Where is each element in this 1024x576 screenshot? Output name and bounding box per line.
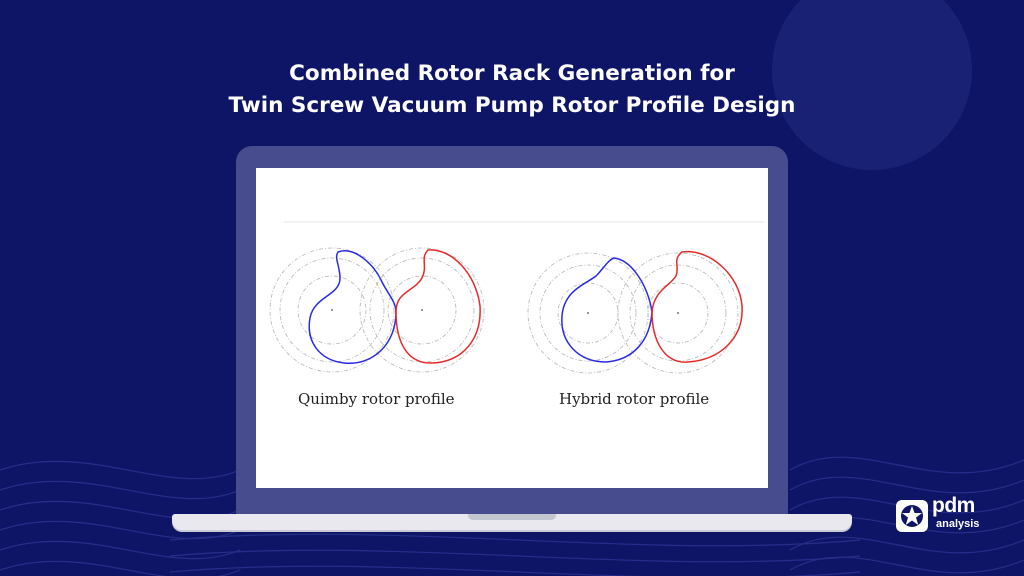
title-line-2: Twin Screw Vacuum Pump Rotor Profile Des… (228, 93, 796, 118)
quimby-left-rotor (308, 250, 397, 364)
hybrid-right-rotor (651, 250, 743, 363)
laptop-screen-frame: Quimby rotor profile Hybrid rotor profil… (236, 146, 788, 520)
logo-subtitle: analysis (936, 518, 980, 530)
quimby-pitch-circle-left-inner (297, 275, 367, 345)
rotor-profile-diagrams (269, 221, 764, 374)
pdm-analysis-logo: pdm analysis (896, 494, 996, 536)
quimby-pitch-circle-right-outer (359, 247, 485, 373)
background-circle (772, 0, 972, 170)
hybrid-pitch-circle-left-mid (539, 264, 637, 362)
hybrid-pitch-circle-right-inner (647, 282, 709, 344)
quimby-pitch-circle-left-mid (279, 257, 385, 363)
hybrid-left-rotor (561, 257, 653, 363)
laptop-screen: Quimby rotor profile Hybrid rotor profil… (256, 168, 768, 488)
page-title: Combined Rotor Rack Generation for Twin … (0, 58, 1024, 122)
hybrid-center-right (677, 312, 679, 314)
hybrid-pitch-circle-left-inner (557, 282, 619, 344)
hybrid-caption: Hybrid rotor profile (559, 390, 710, 408)
quimby-pitch-circle-right-inner (387, 275, 457, 345)
quimby-center-right (421, 309, 423, 311)
quimby-rotor-figure (269, 247, 485, 373)
laptop-base (172, 514, 852, 530)
title-line-1: Combined Rotor Rack Generation for (289, 61, 735, 86)
logo-name: pdm (932, 494, 975, 517)
star-gear-icon (896, 500, 928, 532)
quimby-pitch-circle-left-outer (269, 247, 395, 373)
hybrid-pitch-circle-right-outer (617, 252, 739, 374)
hybrid-center-left (587, 312, 589, 314)
quimby-center-left (331, 309, 333, 311)
hybrid-rotor-figure (527, 250, 743, 374)
laptop-notch (468, 514, 556, 520)
hybrid-pitch-circle-left-outer (527, 252, 649, 374)
quimby-right-rotor (395, 249, 481, 364)
quimby-caption: Quimby rotor profile (298, 390, 455, 408)
